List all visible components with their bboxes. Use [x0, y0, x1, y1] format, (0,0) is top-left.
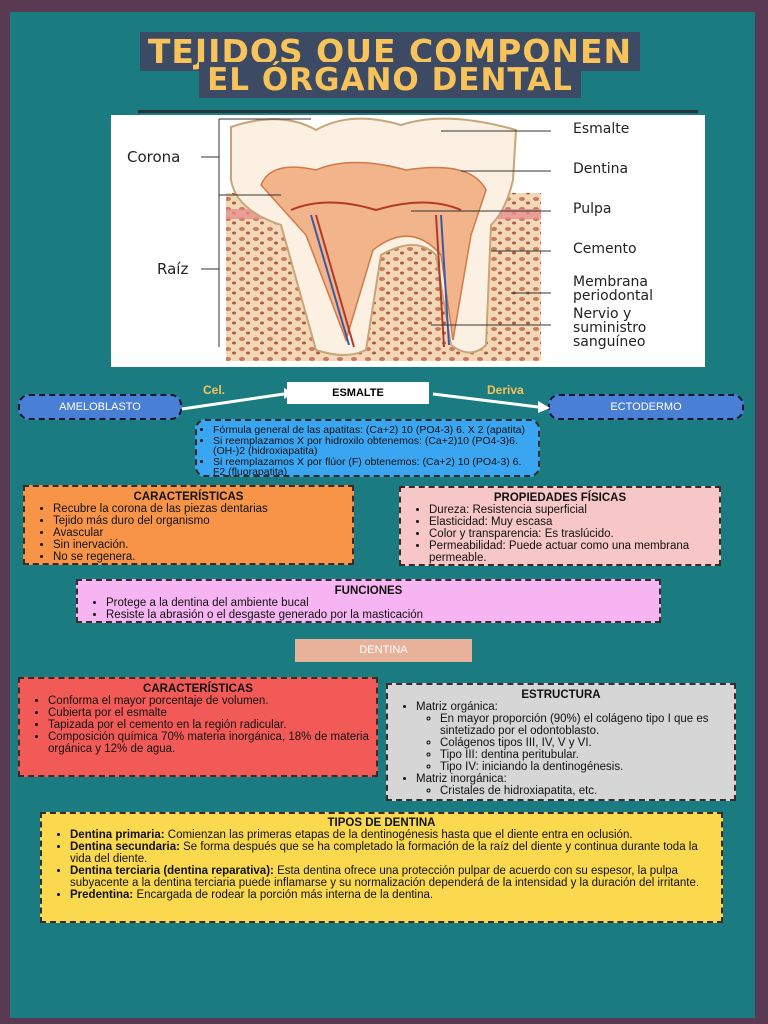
section-title: CARACTERÍSTICAS [143, 683, 253, 695]
list-item: Dureza: Resistencia superficial [429, 504, 713, 516]
ameloblasto-pill: AMELOBLASTO [18, 394, 182, 420]
list-item: Predentina: Encargada de rodear la porci… [70, 889, 715, 901]
infographic-page: { "title": { "line1": "TEJIDOS QUE COMPO… [10, 12, 755, 1018]
section-title: TIPOS DE DENTINA [327, 817, 436, 829]
deriva-label: Deriva [487, 383, 524, 397]
list-item: Recubre la corona de las piezas dentaria… [53, 503, 346, 515]
sub-item: Tipo III: dentina peritubular. [440, 749, 728, 761]
section-title: PROPIEDADES FÍSICAS [493, 492, 627, 504]
label-membrana: Membrana periodontal [573, 274, 653, 304]
dentina-header: DENTINA [295, 639, 472, 662]
list-item: Tejido más duro del organismo [53, 515, 346, 527]
sub-item: Cristales de hidroxiapatita, etc. [440, 785, 728, 797]
list-item: Cubierta por el esmalte [48, 707, 370, 719]
flow-arrows [181, 388, 550, 413]
formula-item: Si reemplazamos X por hidroxilo obtenemo… [213, 435, 532, 457]
sub-item: En mayor proporción (90%) el colágeno ti… [440, 713, 728, 737]
list-item: Avascular [53, 527, 346, 539]
title-line-2: EL ÓRGANO DENTAL [50, 62, 730, 98]
propiedades-fisicas: PROPIEDADES FÍSICAS Dureza: Resistencia … [399, 486, 721, 566]
section-title: FUNCIONES [334, 585, 403, 597]
label-cemento: Cemento [573, 241, 637, 257]
label-esmalte: Esmalte [573, 121, 630, 137]
tipos-de-dentina: TIPOS DE DENTINA Dentina primaria: Comie… [40, 812, 723, 923]
divider [138, 110, 698, 113]
dentina-caracteristicas: CARACTERÍSTICAS Conforma el mayor porcen… [18, 677, 378, 777]
list-item: Dentina secundaria: Se forma después que… [70, 841, 715, 865]
label-corona: Corona [127, 148, 181, 166]
list-item: No se regenera. [53, 551, 346, 563]
esmalte-header: ESMALTE [287, 382, 429, 404]
list-item: Composición química 70% materia inorgáni… [48, 731, 370, 755]
sub-item: Colágenos tipos III, IV, V y VI. [440, 737, 728, 749]
list-item: Protege a la dentina del ambiente bucal [106, 597, 653, 609]
cel-label: Cel. [203, 383, 226, 397]
list-item: Conforma el mayor porcentaje de volumen. [48, 695, 370, 707]
list-item: Matriz orgánica: [416, 701, 498, 713]
list-item: Matriz inorgánica: [416, 773, 507, 785]
list-item: Dentina primaria: Comienzan las primeras… [70, 829, 715, 841]
list-item: Sin inervación. [53, 539, 346, 551]
tooth-diagram: Corona Raíz Esmalte Dentina Pulpa Cement… [111, 115, 705, 367]
tooth-illustration [201, 117, 551, 361]
apatite-formulas: Fórmula general de las apatitas: (Ca+2) … [195, 419, 540, 477]
label-raiz: Raíz [157, 260, 189, 278]
label-dentina: Dentina [573, 161, 629, 177]
esmalte-caracteristicas: CARACTERÍSTICAS Recubre la corona de las… [23, 485, 354, 565]
label-pulpa: Pulpa [573, 201, 612, 217]
formula-item: Fórmula general de las apatitas: (Ca+2) … [213, 425, 532, 436]
sub-item: Tipo IV: iniciando la dentinogénesis. [440, 761, 728, 773]
estructura: ESTRUCTURA Matriz orgánica: En mayor pro… [386, 683, 736, 801]
list-item: Permeabilidad: Puede actuar como una mem… [429, 540, 713, 564]
list-item: Elasticidad: Muy escasa [429, 516, 713, 528]
section-title: ESTRUCTURA [521, 689, 601, 701]
ectodermo-pill: ECTODERMO [548, 394, 744, 420]
formula-item: Si reemplazamos X por flúor (F) obtenemo… [213, 456, 532, 478]
list-item: Dentina terciaria (dentina reparativa): … [70, 865, 715, 889]
section-title: CARACTERÍSTICAS [133, 491, 244, 503]
list-item: Resiste la abrasión o el desgaste genera… [106, 609, 653, 621]
funciones: FUNCIONES Protege a la dentina del ambie… [76, 579, 661, 623]
list-item: Tapizada por el cemento en la región rad… [48, 719, 370, 731]
list-item: Color y transparencia: Es traslúcido. [429, 528, 713, 540]
pulp [260, 161, 487, 343]
label-nervio: Nervio y suministro sanguíneo [573, 306, 647, 350]
